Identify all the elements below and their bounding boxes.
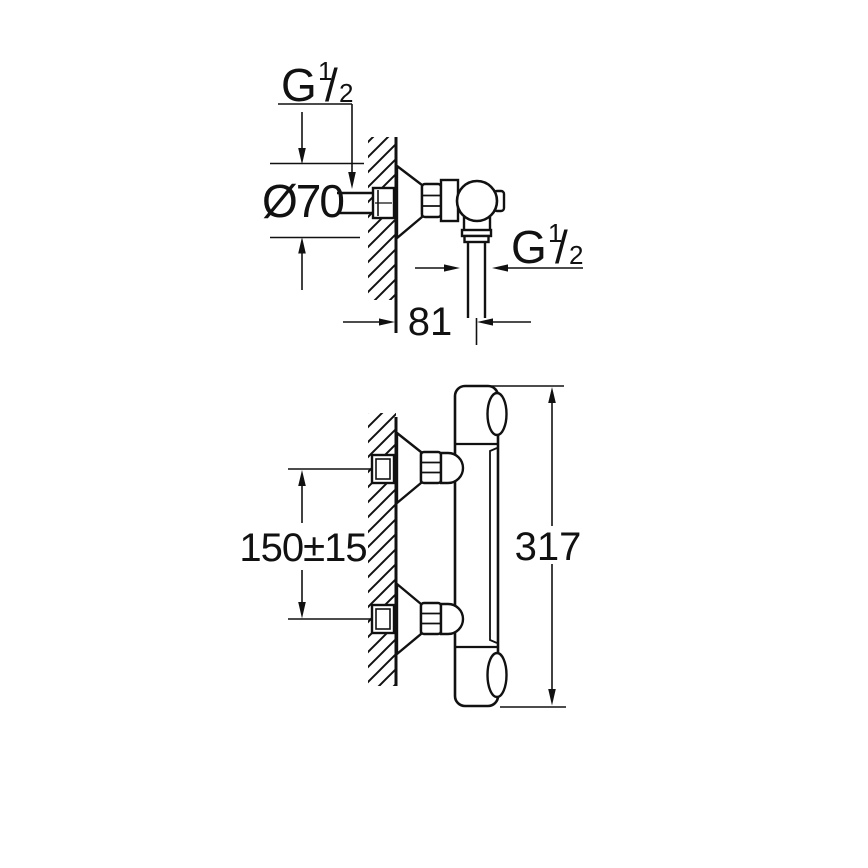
escutcheon-diameter-label: Ø70 <box>262 175 343 227</box>
arrowhead <box>298 602 306 619</box>
wall-section-side <box>368 137 398 333</box>
hex-nut-lower <box>419 601 443 636</box>
supply-thread-label: G <box>281 59 317 111</box>
svg-text:2: 2 <box>569 240 583 270</box>
dim-escutcheon-diameter: Ø70 <box>262 112 364 290</box>
overall-height-label: 317 <box>515 525 582 569</box>
dim-inlet-spacing: 150±15 <box>239 470 368 619</box>
dim-overall-height: 317 <box>470 385 582 708</box>
escutcheon-side <box>395 163 424 241</box>
union-nut-side <box>420 182 443 219</box>
svg-text:/: / <box>555 221 568 273</box>
arrowhead <box>298 237 306 254</box>
escutcheon-upper <box>395 430 423 506</box>
arrowhead <box>379 318 395 326</box>
arrowhead <box>348 172 356 189</box>
arrowhead <box>548 689 556 706</box>
mixer-valve-body <box>439 178 506 223</box>
dim-outlet-thread: G 1 / 2 <box>415 218 583 273</box>
bar-mid-inset <box>489 447 498 644</box>
upper-coupling <box>370 453 396 485</box>
lower-coupling <box>370 603 396 635</box>
escutcheon-lower <box>395 581 423 657</box>
wall-to-outlet-label: 81 <box>408 300 453 344</box>
front-view: 150±15 317 <box>239 384 582 708</box>
union-nose-upper <box>439 451 465 485</box>
upper-inlet-union <box>395 430 465 506</box>
arrowhead <box>298 470 306 486</box>
control-knob-side <box>455 179 499 223</box>
arrowhead <box>298 148 306 165</box>
arrowhead <box>492 264 508 272</box>
svg-text:1: 1 <box>318 56 332 86</box>
svg-text:1: 1 <box>548 218 562 248</box>
arrowhead <box>444 264 460 272</box>
knob-bulge-bottom <box>486 651 508 699</box>
arrowhead <box>548 387 556 403</box>
lower-inlet-union <box>395 581 465 657</box>
shower-hose-outlet <box>460 217 493 345</box>
arrowhead <box>477 318 493 326</box>
knob-bulge-top <box>486 391 508 437</box>
supply-pipe <box>337 186 396 220</box>
svg-text:/: / <box>325 59 338 111</box>
dim-supply-thread: G 1 / 2 <box>278 56 356 189</box>
union-nose-lower <box>439 602 465 636</box>
dim-wall-to-outlet: 81 <box>343 300 531 344</box>
side-view: G 1 / 2 Ø70 G 1 / 2 <box>262 56 583 345</box>
hex-nut-upper <box>419 450 443 485</box>
svg-text:2: 2 <box>339 78 353 108</box>
inlet-spacing-label: 150±15 <box>239 526 366 570</box>
outlet-thread-label: G <box>511 221 547 273</box>
